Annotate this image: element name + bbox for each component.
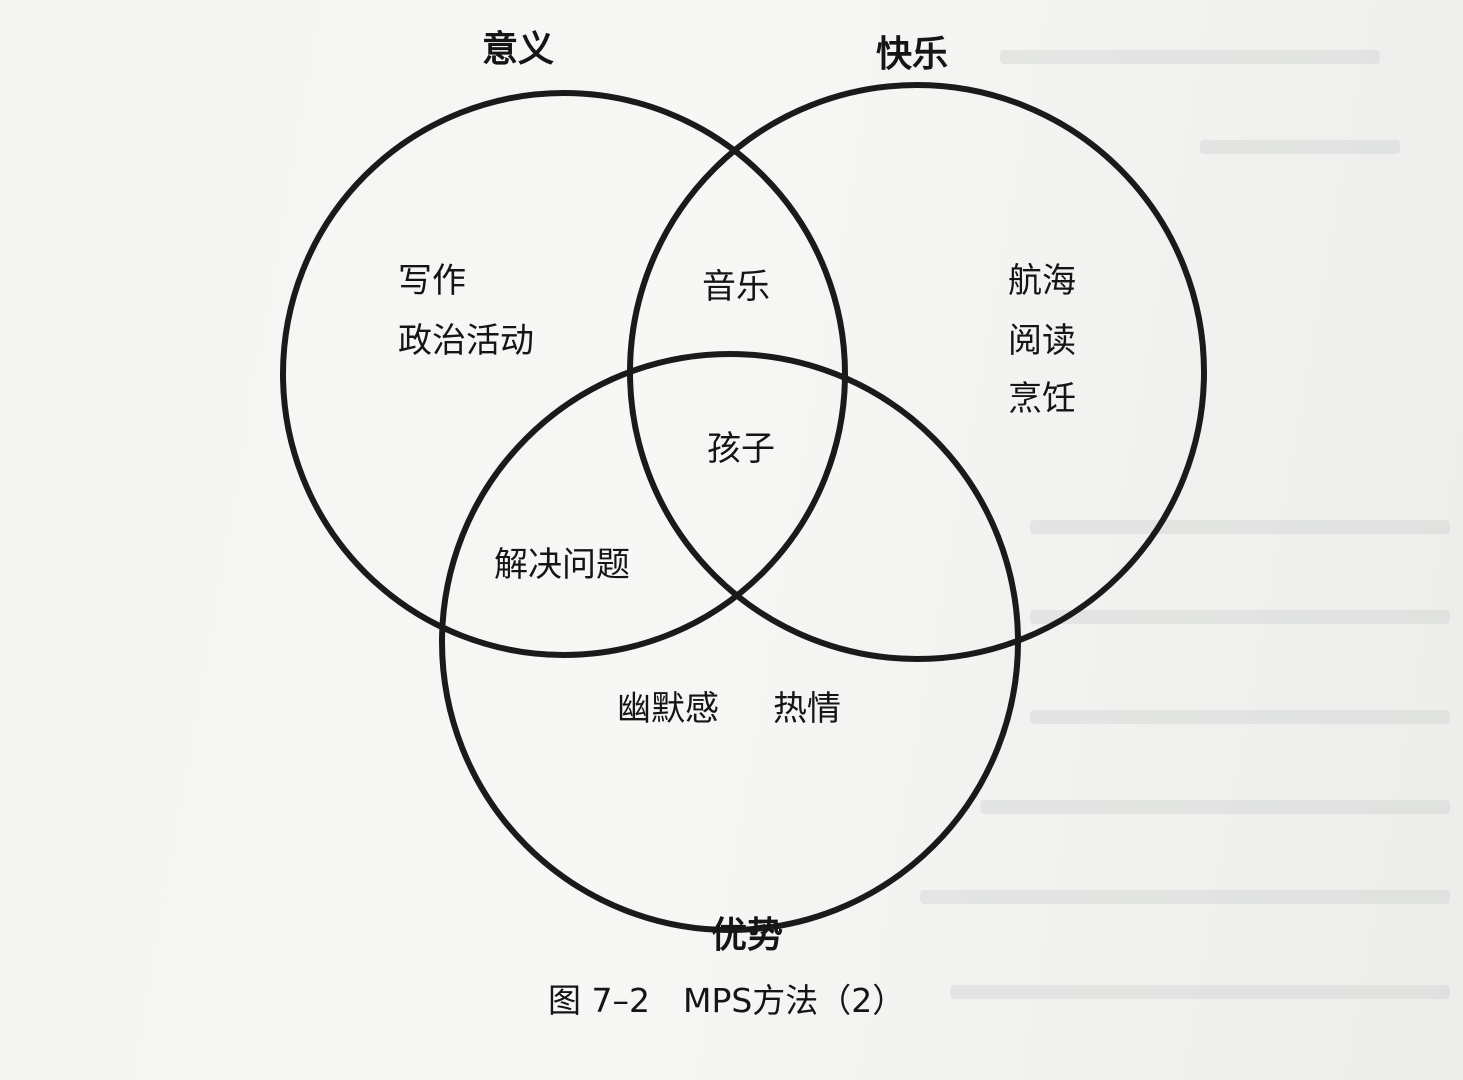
item-problem-solving: 解决问题: [494, 545, 630, 585]
bleed-through-text: [1200, 140, 1400, 154]
item-passion: 热情: [773, 689, 841, 729]
circle-strength: [439, 351, 1021, 933]
bleed-through-text: [950, 985, 1450, 999]
item-sailing: 航海: [1008, 261, 1076, 301]
item-political-activity: 政治活动: [398, 321, 534, 361]
item-writing: 写作: [398, 261, 466, 301]
circle-pleasure: [627, 82, 1207, 662]
bleed-through-text: [1030, 520, 1450, 534]
set-label-strength: 优势: [711, 915, 784, 956]
set-label-pleasure: 快乐: [876, 34, 949, 75]
item-children: 孩子: [707, 429, 775, 469]
item-humor: 幽默感: [617, 689, 719, 729]
item-reading: 阅读: [1008, 321, 1076, 361]
bleed-through-text: [1030, 710, 1450, 724]
bleed-through-text: [980, 800, 1450, 814]
circle-meaning: [280, 90, 848, 658]
set-label-meaning: 意义: [482, 29, 555, 70]
bleed-through-text: [1000, 50, 1380, 64]
item-cooking: 烹饪: [1008, 379, 1076, 419]
item-music: 音乐: [702, 267, 770, 307]
figure-caption: 图 7–2 MPS方法（2）: [548, 981, 906, 1020]
bleed-through-text: [920, 890, 1450, 904]
bleed-through-text: [1030, 610, 1450, 624]
